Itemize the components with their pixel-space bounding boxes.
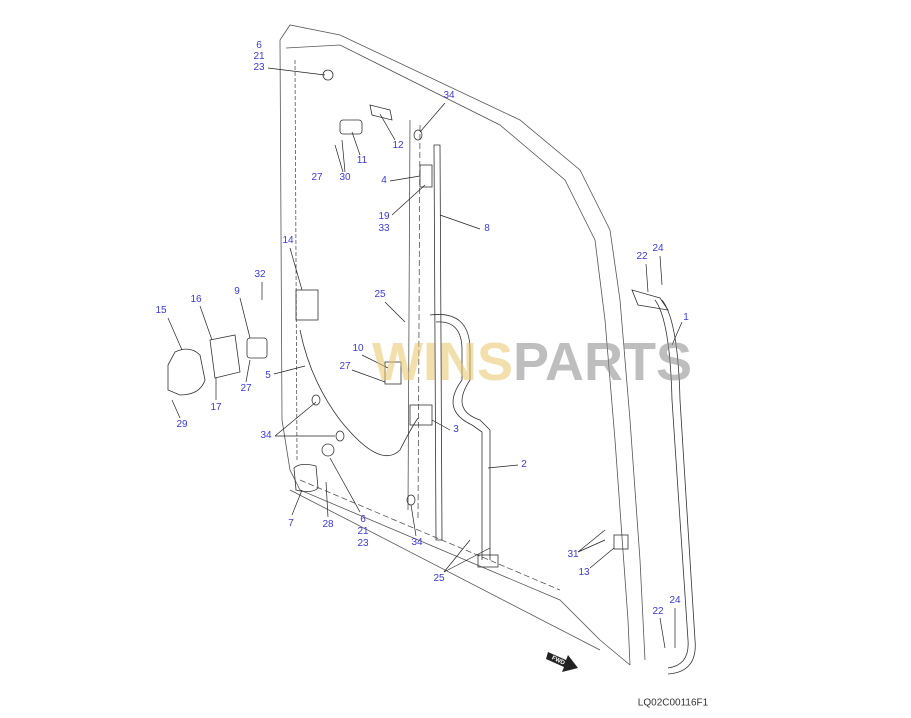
callout: 2 — [521, 459, 527, 470]
leader-lines — [167, 67, 683, 649]
plate-part-9 — [246, 337, 268, 359]
grommet-part-34 — [335, 430, 345, 442]
gasket-part-16 — [209, 334, 241, 379]
cover-part-15 — [167, 348, 206, 396]
callout: 16 — [190, 294, 202, 305]
handle-part-2 — [429, 314, 491, 560]
callout: 7 — [288, 518, 294, 529]
callout: 23 — [253, 62, 265, 73]
callout: 24 — [652, 243, 664, 254]
callout: 29 — [176, 419, 188, 430]
part-13 — [613, 534, 629, 550]
callout: 34 — [443, 90, 455, 101]
callout: 28 — [322, 519, 334, 530]
part-11 — [339, 119, 363, 135]
callout: 21 — [253, 51, 265, 62]
callout: 4 — [381, 175, 387, 186]
callout: 22 — [636, 251, 648, 262]
grommet-part-34 — [311, 394, 321, 406]
callout: 13 — [578, 567, 590, 578]
callout: 34 — [260, 430, 272, 441]
handle-part-1 — [654, 299, 696, 675]
callout: 1 — [683, 312, 689, 323]
callout: 33 — [378, 223, 390, 234]
watermark-part2: PARTS — [513, 332, 693, 392]
callout: 25 — [374, 289, 386, 300]
part-12 — [369, 104, 393, 121]
callout: 14 — [282, 235, 294, 246]
callout: 27 — [311, 172, 323, 183]
lock-part-3 — [409, 404, 433, 426]
callout: 8 — [484, 223, 490, 234]
bracket — [477, 554, 499, 568]
callout: 17 — [210, 402, 222, 413]
stud-part-6 — [321, 443, 335, 457]
callout: 6 — [256, 40, 262, 51]
rail-part-8 — [433, 144, 443, 541]
callout: 9 — [234, 286, 240, 297]
callout: 30 — [339, 172, 351, 183]
callout: 27 — [339, 361, 351, 372]
grommet-part-34 — [413, 129, 423, 141]
part-4 — [419, 164, 433, 188]
callout: 12 — [392, 140, 404, 151]
fwd-arrow-icon — [546, 652, 578, 672]
cable-part-5 — [299, 329, 419, 457]
callout: 25 — [433, 573, 445, 584]
callout: 27 — [240, 383, 252, 394]
bracket — [631, 289, 669, 311]
latch-part-14 — [295, 289, 319, 321]
cab-frame — [279, 24, 646, 666]
callout: 11 — [356, 155, 368, 166]
callout: 23 — [357, 538, 369, 549]
watermark: WINSPARTS — [372, 334, 692, 390]
drawing-code: LQ02C00116F1 — [637, 697, 709, 709]
callout: 15 — [155, 305, 167, 316]
callout: 22 — [652, 606, 664, 617]
callout: 5 — [265, 370, 271, 381]
callout: 10 — [352, 343, 364, 354]
callout: 3 — [453, 424, 459, 435]
pad-part-7 — [293, 464, 319, 492]
callout: 6 — [360, 514, 366, 525]
callout: 34 — [411, 537, 423, 548]
callout: 31 — [567, 549, 579, 560]
callout: 24 — [669, 595, 681, 606]
watermark-part1: WINS — [372, 332, 513, 392]
callout: 21 — [357, 526, 369, 537]
callout: 32 — [254, 269, 266, 280]
part-10 — [384, 361, 402, 385]
callout: 19 — [378, 211, 390, 222]
